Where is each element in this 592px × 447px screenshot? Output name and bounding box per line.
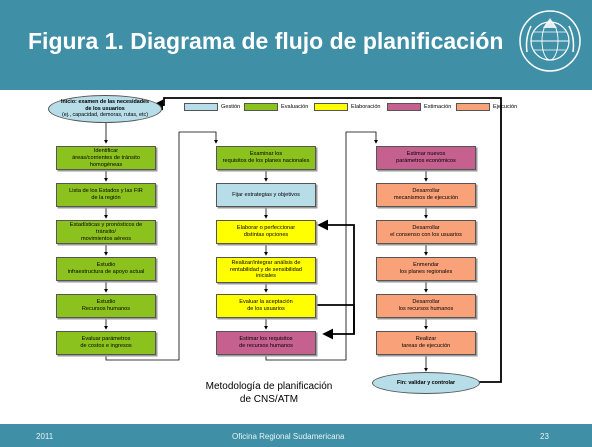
step-enmendar-planes: Enmendar los planes regionales xyxy=(376,257,476,281)
step-desarrollar-mecanismos: Desarrollar mecanismos de ejecución xyxy=(376,183,476,207)
caption-line-1: Metodología de planificación xyxy=(205,381,333,392)
step-line: Estudio xyxy=(96,299,116,306)
step-line: Evaluar parámetros xyxy=(81,336,131,343)
connector-lines xyxy=(104,97,502,383)
legend-swatch-elaboracion xyxy=(314,103,348,111)
legend-label-gestion: Gestión xyxy=(221,104,241,110)
end-label: Fin: validar y controlar xyxy=(396,379,456,386)
step-line: requisitos de los planes nacionales xyxy=(222,158,310,164)
slide-header: Figura 1. Diagrama de flujo de planifica… xyxy=(0,0,592,90)
footer-page-number: 23 xyxy=(540,432,549,441)
slide-footer: 2011 Oficina Regional Sudamericana 23 xyxy=(0,424,592,447)
step-estudio-infraestructura: Estudio infraestructura de apoyo actual xyxy=(56,257,156,281)
legend-swatch-estimacion xyxy=(387,103,421,111)
step-line: Identificar xyxy=(93,147,119,154)
caption-line-2: de CNS/ATM xyxy=(239,393,299,405)
step-line: Enmendar xyxy=(413,262,439,269)
step-line: Elaborar o perfeccionar xyxy=(236,225,296,232)
step-line: Desarrollar xyxy=(412,225,440,232)
step-estadisticas: Estadísticas y pronósticos de tránsito/ … xyxy=(56,220,156,244)
slide-title: Figura 1. Diagrama de flujo de planifica… xyxy=(28,28,504,54)
step-evaluar-parametros: Evaluar parámetros de costos e ingresos xyxy=(56,331,156,355)
step-estimar-parametros: Estimar nuevos parámetros económicos xyxy=(376,146,476,170)
step-line: áreas/corrientes de tránsito homogéneas xyxy=(72,154,140,168)
step-line: los planes regionales xyxy=(399,269,453,275)
step-line: infraestructura de apoyo actual xyxy=(67,269,145,275)
step-lista-estados: Lista de los Estados y las FIR de la reg… xyxy=(56,183,156,207)
step-line: parámetros económicos xyxy=(396,158,456,164)
step-line: Estimar nuevos xyxy=(406,151,446,158)
step-line: tareas de ejecución xyxy=(401,343,451,349)
step-line: Desarrollar xyxy=(412,188,440,195)
step-line: Fijar estrategias y objetivos xyxy=(232,191,300,198)
step-line: mecanismos de ejecución xyxy=(393,195,459,201)
step-line: los recursos humanos xyxy=(398,306,454,312)
step-desarrollar-recursos: Desarrollar los recursos humanos xyxy=(376,294,476,318)
legend-label-elaboracion: Elaboración xyxy=(351,104,381,110)
step-realizar-analisis: Realizar/integrar análisis de rentabilid… xyxy=(216,257,316,283)
step-desarrollar-consenso: Desarrollar el consenso con los usuarios xyxy=(376,220,476,244)
step-line: Realizar/integrar análisis de xyxy=(231,259,301,266)
step-line: Realizar xyxy=(415,336,437,343)
step-line: Recursos humanos xyxy=(81,306,131,312)
step-line: iniciales xyxy=(256,273,276,280)
step-line: Examinar los xyxy=(249,151,283,158)
step-line: Estadísticas y pronósticos de tránsito/ xyxy=(69,221,143,235)
legend-swatch-ejecucion xyxy=(456,103,490,111)
step-line: de los usuarios xyxy=(247,306,285,312)
legend-swatch-gestion xyxy=(184,103,218,111)
step-line: el consenso con los usuarios xyxy=(390,232,462,238)
footer-office: Oficina Regional Sudamericana xyxy=(232,432,345,441)
start-line-2: de los usuarios xyxy=(85,105,125,112)
step-line: de costos e ingresos xyxy=(80,343,132,349)
diagram-caption: Metodología de planificación de CNS/ATM xyxy=(194,381,344,406)
flow-diagram: Gestión Evaluación Elaboración Estimació… xyxy=(34,90,558,424)
step-estimar-requisitos-rh: Estimar los requisitos de recursos human… xyxy=(216,331,316,355)
step-line: de recursos humanos xyxy=(239,343,293,349)
start-ellipse: Inicio: examen de las necesidades de los… xyxy=(48,95,162,123)
step-evaluar-aceptacion: Evaluar la aceptación de los usuarios xyxy=(216,294,316,318)
step-realizar-tareas: Realizar tareas de ejecución xyxy=(376,331,476,355)
step-line: rentabilidad y de sensibilidad xyxy=(230,266,302,273)
end-ellipse: Fin: validar y controlar xyxy=(372,372,480,394)
step-line: Desarrollar xyxy=(412,299,440,306)
start-line-1: Inicio: examen de las necesidades xyxy=(60,98,150,105)
step-line: movimientos aéreos xyxy=(80,235,132,242)
step-fijar-estrategias: Fijar estrategias y objetivos xyxy=(216,183,316,207)
legend-label-estimacion: Estimación xyxy=(424,104,452,110)
step-line: de la región xyxy=(91,195,121,201)
step-line: Estudio xyxy=(96,262,116,269)
step-line: Estimar los requisitos xyxy=(239,336,293,343)
legend-label-evaluacion: Evaluación xyxy=(281,104,309,110)
step-examinar-requisitos: Examinar los requisitos de los planes na… xyxy=(216,146,316,170)
legend-label-ejecucion: Ejecución xyxy=(493,104,518,110)
icao-logo-icon xyxy=(519,10,581,72)
step-line: Evaluar la aceptación xyxy=(239,299,293,306)
step-estudio-recursos: Estudio Recursos humanos xyxy=(56,294,156,318)
legend-swatch-evaluacion xyxy=(244,103,278,111)
step-line: distintas opciones xyxy=(243,232,289,238)
step-line: Lista de los Estados y las FIR xyxy=(69,188,143,195)
step-identificar-areas: Identificar áreas/corrientes de tránsito… xyxy=(56,146,156,170)
footer-year: 2011 xyxy=(36,432,54,441)
start-line-3: (ej., capacidad, demoras, rutas, etc) xyxy=(62,112,148,119)
step-elaborar-opciones: Elaborar o perfeccionar distintas opcion… xyxy=(216,220,316,244)
